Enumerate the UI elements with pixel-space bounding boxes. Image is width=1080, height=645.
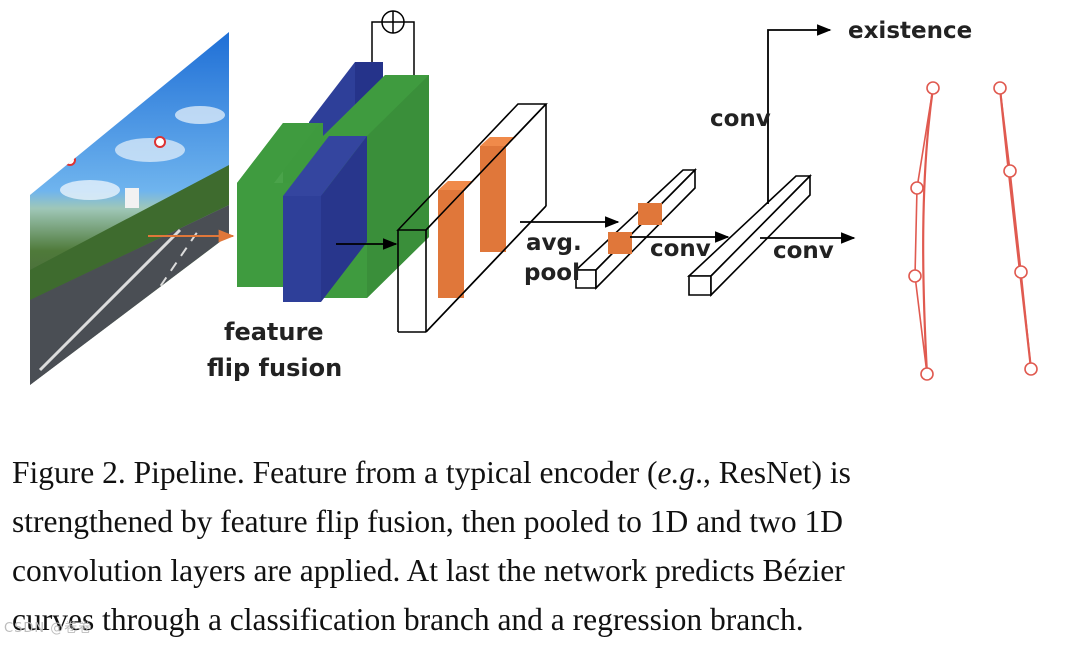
caption-line-1: Figure 2. Pipeline. Feature from a typic…	[12, 455, 851, 490]
fusion-label-line1: feature	[224, 318, 324, 346]
conv-label-1: conv	[650, 236, 711, 262]
pool-label: pool	[524, 260, 580, 286]
pooled-bars	[438, 137, 516, 298]
conv-label-2: conv	[773, 238, 834, 264]
conv-vertical-label: conv	[710, 106, 771, 132]
caption-line-2: strengthened by feature flip fusion, the…	[12, 504, 844, 539]
caption-line-3: convolution layers are applied. At last …	[12, 553, 845, 588]
pipeline-figure: feature flip fusion avg. pool conv conv …	[30, 10, 1038, 385]
conv-1d-bar	[686, 174, 812, 297]
existence-label: existence	[848, 18, 972, 44]
caption-line-4: curves through a classification branch a…	[12, 602, 804, 637]
fusion-label-line2: flip fusion	[207, 354, 342, 382]
fusion-connector	[371, 21, 415, 75]
feature-blocks	[237, 62, 429, 302]
pooled-1d-bar	[573, 168, 697, 290]
avg-label: avg.	[526, 230, 582, 256]
figure-caption: Figure 2. Pipeline. Feature from a typic…	[12, 448, 1072, 644]
road-image	[30, 32, 229, 385]
existence-branch-line	[767, 24, 832, 204]
bezier-curve-right	[993, 81, 1038, 376]
bezier-curve-left	[908, 81, 940, 381]
watermark: CSDN @卷卷	[4, 621, 93, 636]
plus-circle-icon	[381, 10, 405, 34]
